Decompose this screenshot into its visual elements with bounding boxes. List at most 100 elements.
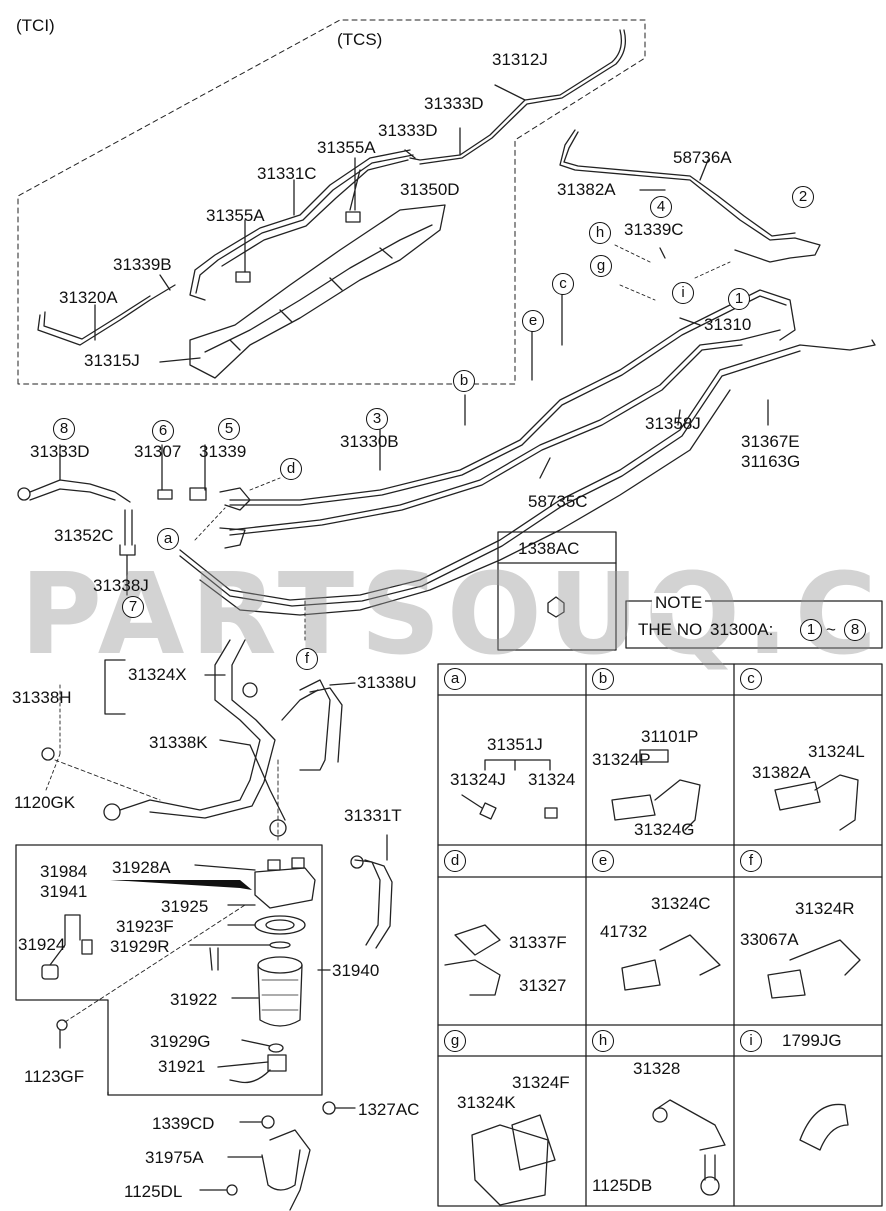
- callout-1125dl: 1125DL: [124, 1182, 183, 1201]
- callout-31925: 31925: [161, 897, 209, 916]
- fitting-31339: [189, 487, 207, 501]
- seal-31929g: [268, 1043, 284, 1053]
- note-range-to: 8: [844, 619, 866, 641]
- callout-1123gf: 1123GF: [24, 1067, 85, 1086]
- detail-c-31382a: 31382A: [752, 763, 811, 782]
- ref-circle-6: 6: [152, 420, 174, 442]
- gasket-31923f: [254, 915, 306, 935]
- callout-31940: 31940: [332, 961, 380, 980]
- callout-31355a-lower: 31355A: [206, 206, 265, 225]
- callout-31350d: 31350D: [400, 180, 460, 199]
- hose-assembly-31338h: [119, 639, 261, 811]
- callout-31929r: 31929R: [110, 937, 170, 956]
- filter-31922-top: [257, 956, 303, 974]
- detail-a-31324: 31324: [528, 770, 576, 789]
- detail-i-1799jg: 1799JG: [782, 1031, 842, 1050]
- detail-header-d: d: [444, 850, 466, 872]
- callout-31338h: 31338H: [12, 688, 72, 707]
- callout-31339: 31339: [199, 442, 247, 461]
- ref-circle-2: 2: [792, 186, 814, 208]
- detail-header-a: a: [444, 668, 466, 690]
- callout-31984: 31984: [40, 862, 88, 881]
- callout-31358j: 31358J: [645, 414, 701, 433]
- detail-header-c: c: [740, 668, 762, 690]
- callout-31320a: 31320A: [59, 288, 118, 307]
- section-label-tcs: (TCS): [337, 30, 383, 49]
- note-title: NOTE: [652, 593, 706, 613]
- note-code: 31300A:: [710, 620, 774, 639]
- callout-31338j: 31338J: [93, 576, 149, 595]
- callout-31367e: 31367E: [741, 432, 800, 451]
- callout-1327ac: 1327AC: [358, 1100, 420, 1119]
- callout-31929g: 31929G: [150, 1032, 211, 1051]
- ref-letter-e: e: [522, 310, 544, 332]
- ref-circle-1: 1: [728, 288, 750, 310]
- pipe-58735c: [179, 339, 876, 601]
- callout-31312j: 31312J: [492, 50, 548, 69]
- callout-31333d-left: 31333D: [30, 442, 90, 461]
- callout-31333d-mid: 31333D: [378, 121, 438, 140]
- box-1338ac-label: 1338AC: [518, 539, 580, 558]
- callout-31339c: 31339C: [624, 220, 684, 239]
- detail-header-b: b: [592, 668, 614, 690]
- shield-31315j: [189, 204, 446, 379]
- detail-header-h: h: [592, 1030, 614, 1052]
- bushing-31924: [41, 964, 59, 980]
- pipe-31310: [229, 289, 796, 501]
- section-label-tci: (TCI): [16, 16, 55, 35]
- detail-b-31101p: 31101P: [641, 727, 699, 746]
- detail-f-33067a: 33067A: [740, 930, 799, 949]
- box-1338ac: [497, 531, 617, 651]
- bracket-31975a: [261, 1129, 311, 1211]
- ref-letter-b: b: [453, 370, 475, 392]
- callout-31163g: 31163G: [741, 452, 801, 471]
- detail-c-31324l: 31324L: [808, 742, 865, 761]
- ref-circle-7: 7: [122, 596, 144, 618]
- callout-58736a: 58736A: [673, 148, 732, 167]
- callout-31339b: 31339B: [113, 255, 172, 274]
- detail-header-g: g: [444, 1030, 466, 1052]
- ref-circle-4: 4: [650, 196, 672, 218]
- ref-letter-h: h: [589, 222, 611, 244]
- ref-circle-5: 5: [218, 418, 240, 440]
- clip-31355a-upper: [345, 211, 361, 223]
- callout-31975a: 31975A: [145, 1148, 204, 1167]
- bolt-1120gk: [41, 747, 55, 761]
- hose-31331t: [354, 859, 381, 946]
- ref-letter-g: g: [590, 255, 612, 277]
- ref-letter-i: i: [672, 282, 694, 304]
- callout-31330b: 31330B: [340, 432, 399, 451]
- detail-b-31324p: 31324P: [592, 750, 651, 769]
- callout-31923f: 31923F: [116, 917, 174, 936]
- detail-d-31337f: 31337F: [509, 933, 567, 952]
- callout-31355a-upper: 31355A: [317, 138, 376, 157]
- pipe-31320a: [37, 284, 176, 346]
- callout-31382a: 31382A: [557, 180, 616, 199]
- detail-e-41732: 41732: [600, 922, 648, 941]
- callout-58735c: 58735C: [528, 492, 588, 511]
- callout-31307: 31307: [134, 442, 182, 461]
- detail-h-31328: 31328: [633, 1059, 681, 1078]
- ref-letter-f: f: [296, 648, 318, 670]
- detail-header-f: f: [740, 850, 762, 872]
- callout-31315j: 31315J: [84, 351, 140, 370]
- ref-letter-a: a: [157, 528, 179, 550]
- ref-circle-3: 3: [366, 408, 388, 430]
- detail-g-31324f: 31324F: [512, 1073, 570, 1092]
- pipe-31331c: [189, 149, 411, 301]
- callout-31338u: 31338U: [357, 673, 417, 692]
- callout-31352c: 31352C: [54, 526, 114, 545]
- fitting-31307: [157, 489, 173, 500]
- note-range-tilde: ~: [826, 620, 836, 639]
- note-range-from: 1: [800, 619, 822, 641]
- note-box: [625, 600, 883, 649]
- detail-d-31327: 31327: [519, 976, 567, 995]
- callout-31331c: 31331C: [257, 164, 317, 183]
- callout-31922: 31922: [170, 990, 218, 1009]
- detail-b-31324g: 31324G: [634, 820, 695, 839]
- detail-grid-frame: [437, 663, 883, 1207]
- wedge-31928a: [110, 880, 252, 890]
- note-text: THE NO: [638, 620, 703, 639]
